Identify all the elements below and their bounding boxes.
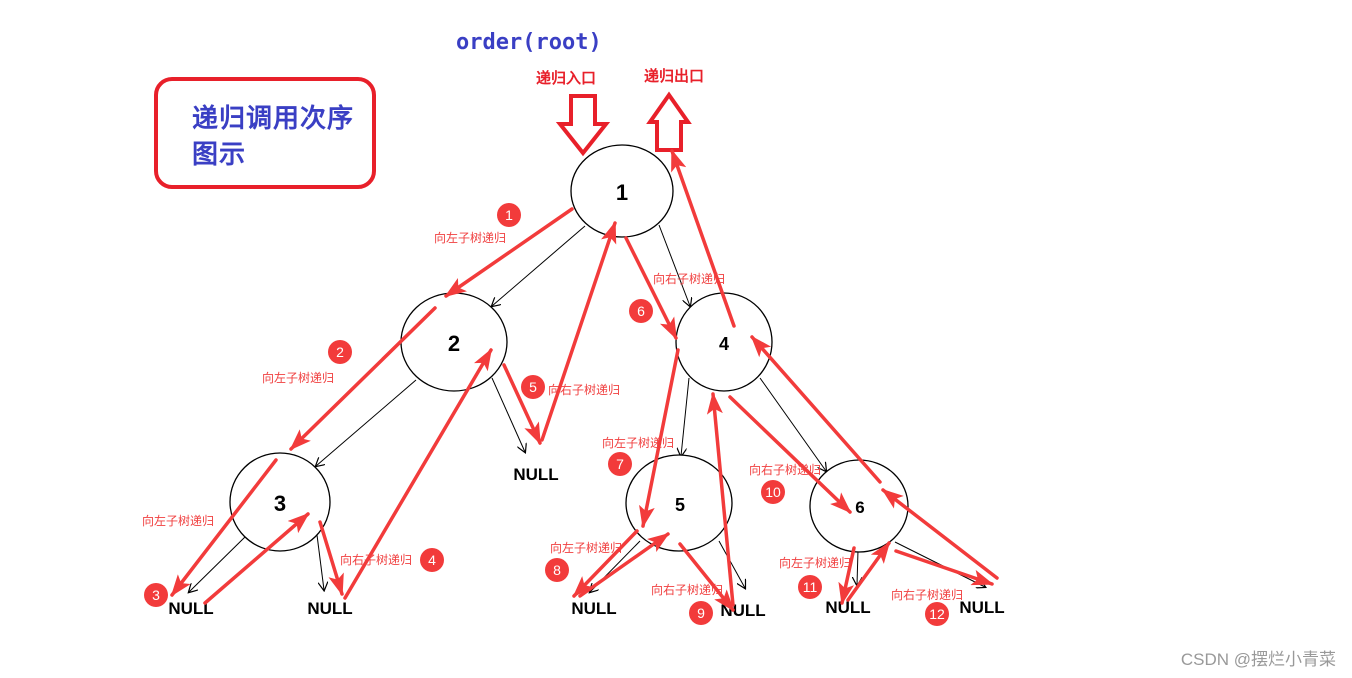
trace-arrow-12 <box>894 549 994 586</box>
trace-arrow-10 <box>728 395 852 514</box>
watermark: CSDN @摆烂小青菜 <box>1180 650 1336 669</box>
exit-label: 递归出口 <box>644 67 705 85</box>
step-5-text: 向右子树递归 <box>548 382 620 397</box>
step-10-badge <box>761 480 785 504</box>
trace-return-6 <box>750 335 882 484</box>
step-6-badge <box>629 299 653 323</box>
trace-return-3 <box>203 512 310 605</box>
trace-arrow-8 <box>572 529 639 598</box>
function-call-label: order(root) <box>456 30 602 55</box>
trace-arrow-11 <box>838 546 856 605</box>
step-7-text: 向左子树递归 <box>602 435 674 450</box>
step-1-text: 向左子树递归 <box>434 230 506 245</box>
trace-return-11 <box>846 541 891 602</box>
step-5-number: 5 <box>529 379 537 395</box>
edge-4-6 <box>759 377 826 471</box>
node-4-label: 4 <box>719 334 729 354</box>
step-12-number: 12 <box>929 606 945 622</box>
diagram-title: 递归调用次序 图示 <box>192 101 354 173</box>
edge-6-nullL <box>857 549 858 585</box>
entry-label: 递归入口 <box>536 69 597 87</box>
trace-arrow-2 <box>289 306 437 451</box>
step-1-badge <box>497 203 521 227</box>
node-1 <box>570 144 674 238</box>
edge-1-4 <box>658 224 690 306</box>
title-box: 递归调用次序 图示 <box>154 77 376 189</box>
trace-return-9 <box>706 392 735 607</box>
step-4-text: 向右子树递归 <box>340 552 412 567</box>
step-4-badge <box>420 548 444 572</box>
edge-1-2 <box>492 225 586 306</box>
null-leaf-3-right: NULL <box>307 599 352 618</box>
null-leaf-3-left: NULL <box>168 599 213 618</box>
step-7-number: 7 <box>616 456 624 472</box>
edge-5-nullR <box>718 540 745 588</box>
title-line-2: 图示 <box>192 140 247 170</box>
step-2-badge <box>328 340 352 364</box>
step-9-number: 9 <box>697 605 705 621</box>
step-2-text: 向左子树递归 <box>262 370 334 385</box>
step-9-text: 向右子树递归 <box>651 582 723 597</box>
step-3-badge <box>144 583 168 607</box>
step-12-badge <box>925 602 949 626</box>
step-12-text: 向右子树递归 <box>891 587 963 602</box>
step-10-number: 10 <box>765 484 781 500</box>
trace-arrow-1 <box>444 207 574 298</box>
step-11-text: 向左子树递归 <box>779 555 851 570</box>
node-2-label: 2 <box>448 331 460 356</box>
step-8-number: 8 <box>553 562 561 578</box>
step-6-text: 向右子树递归 <box>653 271 725 286</box>
null-leaf-2-right: NULL <box>513 465 558 484</box>
edge-3-nullL <box>189 535 247 592</box>
exit-arrow-icon <box>646 91 692 152</box>
step-3-number: 3 <box>152 587 160 603</box>
step-6-number: 6 <box>637 303 645 319</box>
node-3-label: 3 <box>274 491 286 516</box>
trace-arrow-9 <box>678 542 735 612</box>
trace-return-5 <box>540 221 617 442</box>
edge-2-null <box>491 377 525 452</box>
trace-return-12 <box>881 488 999 580</box>
edge-3-nullR <box>316 534 324 590</box>
step-8-badge <box>545 558 569 582</box>
trace-return-4 <box>343 348 493 600</box>
node-5-label: 5 <box>675 495 685 515</box>
trace-arrow-3 <box>170 458 278 597</box>
trace-arrow-6 <box>624 236 678 340</box>
null-leaf-6-right: NULL <box>959 598 1004 617</box>
edge-4-5 <box>681 377 690 456</box>
step-1-number: 1 <box>505 207 513 223</box>
step-9-badge <box>689 601 713 625</box>
trace-arrow-5 <box>502 363 542 445</box>
null-leaf-6-left: NULL <box>825 598 870 617</box>
step-8-text: 向左子树递归 <box>550 540 622 555</box>
step-2-number: 2 <box>336 344 344 360</box>
trace-arrow-7 <box>639 348 680 528</box>
step-3-text: 向左子树递归 <box>142 513 214 528</box>
null-leaf-5-left: NULL <box>571 599 616 618</box>
trace-return-8 <box>578 532 670 598</box>
trace-return-1 <box>670 149 736 328</box>
node-1-label: 1 <box>616 180 628 205</box>
title-line-1: 递归调用次序 <box>192 104 355 134</box>
entry-arrow-icon <box>555 94 611 157</box>
step-11-badge <box>798 575 822 599</box>
trace-arrow-4 <box>318 520 344 596</box>
step-4-number: 4 <box>428 552 436 568</box>
step-10-text: 向右子树递归 <box>749 462 821 477</box>
step-7-badge <box>608 452 632 476</box>
node-6-label: 6 <box>855 498 864 517</box>
step-11-number: 11 <box>803 579 818 595</box>
edge-2-3 <box>316 379 417 466</box>
step-5-badge <box>521 375 545 399</box>
